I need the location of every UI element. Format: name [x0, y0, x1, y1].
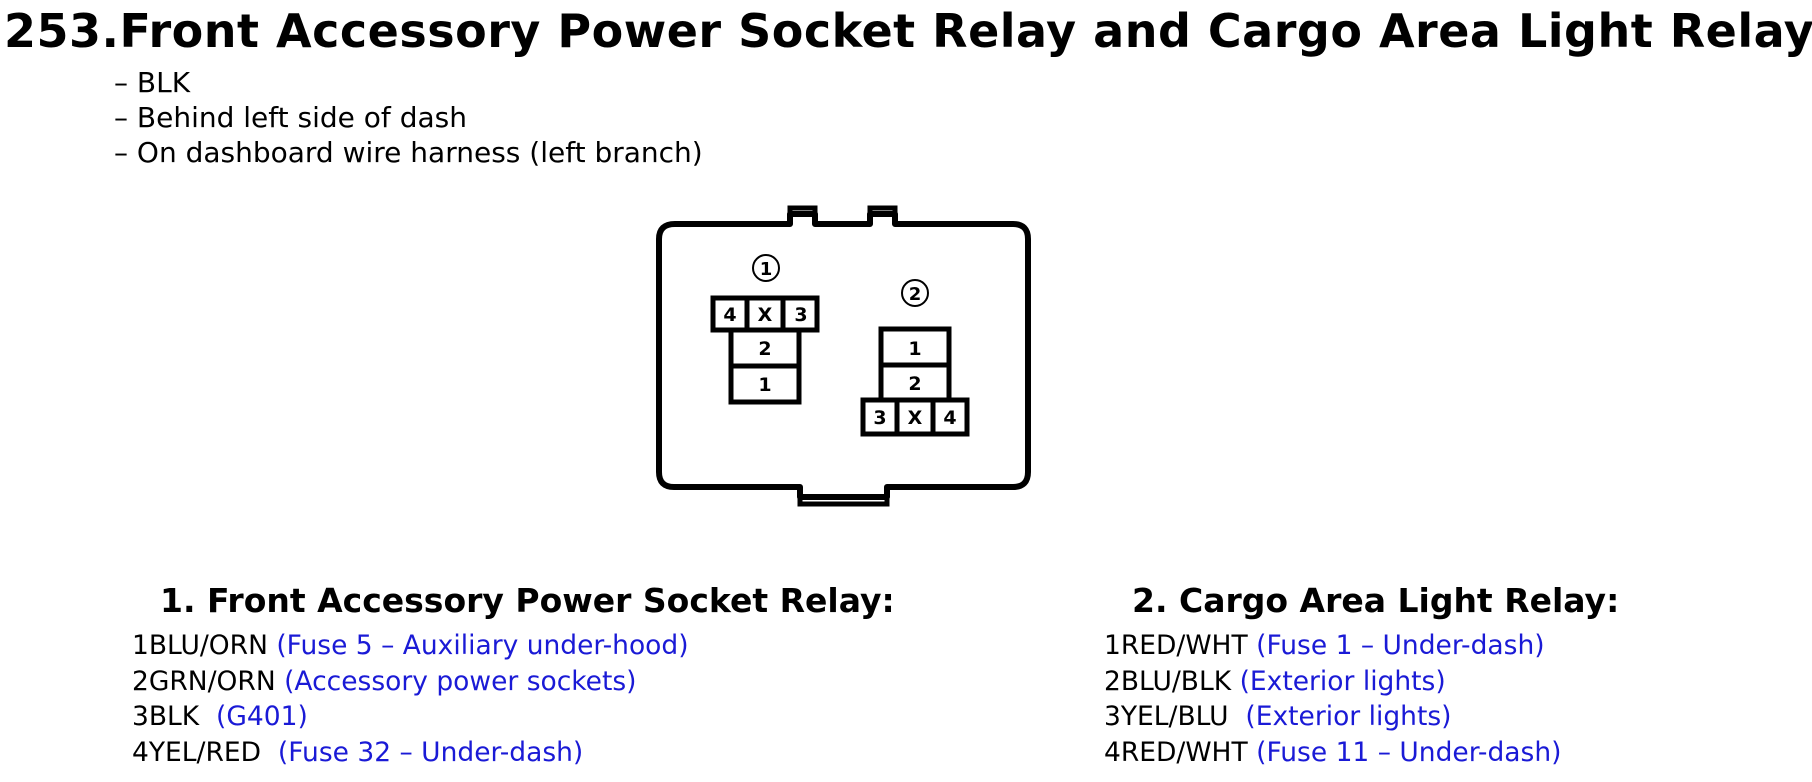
relay2-pin2-label: 2: [908, 373, 921, 395]
relay2-terminals: [860, 326, 970, 437]
info-harness: – On dashboard wire harness (left branch…: [114, 136, 703, 169]
relay1-pin-list: 1BLU/ORN (Fuse 5 – Auxiliary under-hood)…: [132, 628, 895, 770]
relay1-pin3-label: 3: [794, 304, 807, 326]
top-right-tab: [867, 205, 898, 214]
pin-description: (Fuse 5 – Auxiliary under-hood): [276, 630, 689, 661]
relay2-marker-circle: [901, 279, 929, 307]
relay1-pin1-box: [728, 363, 802, 405]
pin-description: (Exterior lights): [1245, 701, 1452, 732]
pin-description: (Accessory power sockets): [284, 665, 637, 697]
relay1-section: 1. Front Accessory Power Socket Relay: 1…: [132, 580, 895, 770]
pin-description: (Fuse 11 – Under-dash): [1256, 736, 1562, 768]
pin-row: 4RED/WHT (Fuse 11 – Under-dash): [1104, 735, 1619, 771]
relay2-pin4-label: 4: [943, 407, 956, 429]
relay2-pin3-label: 3: [873, 407, 886, 429]
pin-wire: 4RED/WHT: [1104, 736, 1248, 768]
pin-wire: 3BLK: [132, 701, 200, 732]
relay2-pin-list: 1RED/WHT (Fuse 1 – Under-dash) 2BLU/BLK …: [1104, 628, 1619, 770]
relay1-pin4-label: 4: [723, 304, 736, 326]
relay1-terminals: [710, 295, 820, 405]
pin-row: 3YEL/BLU (Exterior lights): [1104, 699, 1619, 735]
pin-description: (Exterior lights): [1239, 665, 1446, 697]
connector-housing: [656, 211, 1031, 500]
pin-description: (G401): [216, 701, 308, 732]
pin-row: 4YEL/RED (Fuse 32 – Under-dash): [132, 735, 895, 771]
pin-wire: 3YEL/BLU: [1104, 701, 1229, 732]
relay2-bottom-row: [860, 397, 970, 437]
pin-description: (Fuse 32 – Under-dash): [277, 736, 584, 768]
relay1-pin2-label: 2: [758, 338, 771, 360]
relay1-x-label: X: [758, 304, 773, 326]
pin-row: 1RED/WHT (Fuse 1 – Under-dash): [1104, 628, 1619, 664]
relay1-marker-number: 1: [760, 259, 773, 280]
relay1-pin1-label: 1: [758, 374, 771, 396]
pin-description: (Fuse 1 – Under-dash): [1256, 630, 1545, 661]
top-left-tab: [787, 205, 818, 214]
connector-info-list: – BLK – Behind left side of dash – On da…: [114, 65, 703, 170]
page-title: 253.Front Accessory Power Socket Relay a…: [4, 4, 1812, 58]
relay2-section: 2. Cargo Area Light Relay: 1RED/WHT (Fus…: [1104, 580, 1619, 770]
relay1-heading: 1. Front Accessory Power Socket Relay:: [160, 581, 895, 620]
relay2-marker-number: 2: [909, 284, 922, 305]
pin-row: 1BLU/ORN (Fuse 5 – Auxiliary under-hood): [132, 628, 895, 664]
relay2-pin1-label: 1: [908, 338, 921, 360]
pin-row: 3BLK (G401): [132, 699, 895, 735]
pin-wire: 2BLU/BLK: [1104, 665, 1232, 697]
pin-wire: 1BLU/ORN: [132, 630, 268, 661]
pin-row: 2GRN/ORN (Accessory power sockets): [132, 664, 895, 700]
pin-wire: 4YEL/RED: [132, 736, 262, 768]
info-color: – BLK: [114, 66, 191, 99]
pin-wire: 1RED/WHT: [1104, 630, 1248, 661]
relay1-marker-circle: [752, 254, 780, 282]
relay2-x-label: X: [908, 407, 923, 429]
relay2-heading: 2. Cargo Area Light Relay:: [1132, 581, 1620, 620]
bottom-tab: [797, 497, 890, 507]
pin-wire: 2GRN/ORN: [132, 665, 276, 697]
pin-row: 2BLU/BLK (Exterior lights): [1104, 664, 1619, 700]
info-location: – Behind left side of dash: [114, 101, 467, 134]
